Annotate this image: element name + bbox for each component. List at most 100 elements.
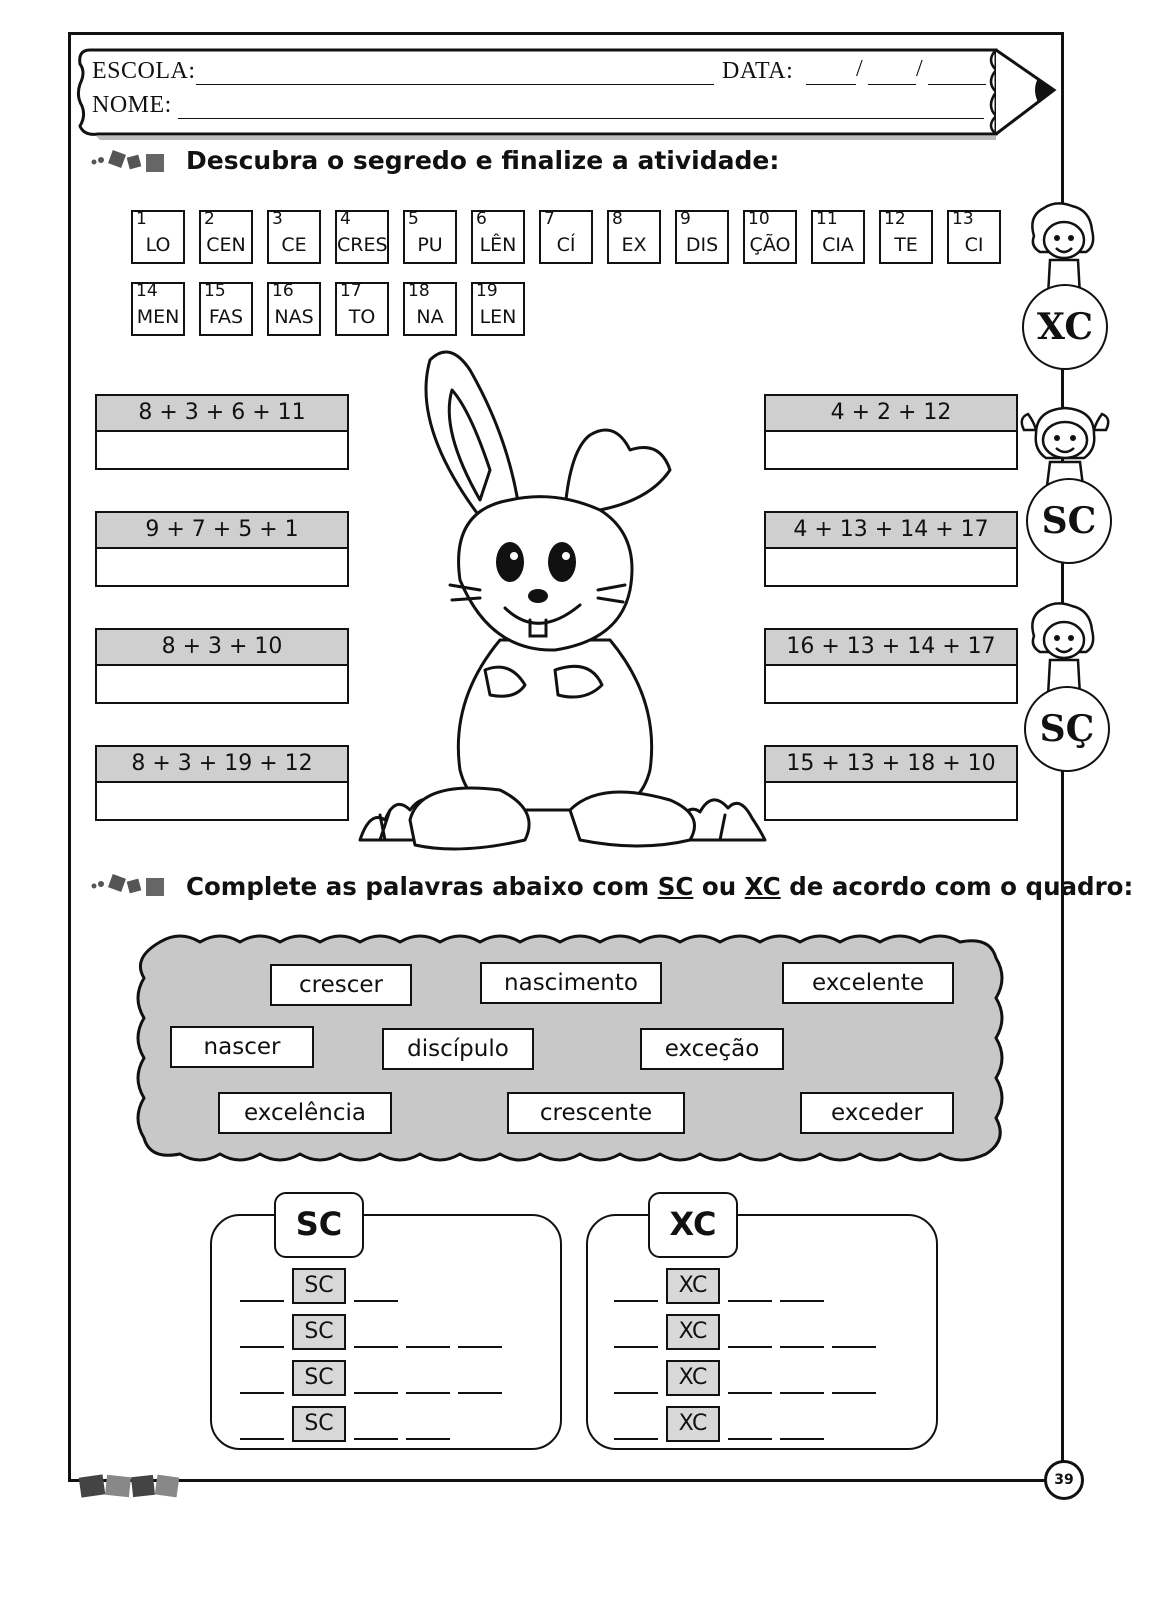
circle-xc: XC [1022,284,1108,370]
blank-line[interactable] [780,1300,824,1302]
word-box: excelência [218,1092,392,1134]
blank-line[interactable] [240,1438,284,1440]
equation-box: 4 + 2 + 12 [764,394,1018,470]
panel_sc-cell: SC [292,1268,346,1304]
equation-label: 4 + 2 + 12 [766,396,1016,432]
tile-syllable: CRES [337,234,388,256]
equation-label: 16 + 13 + 14 + 17 [766,630,1016,666]
tile-syllable: ÇÃO [749,234,791,256]
tile-number: 3 [272,209,283,229]
equation-box: 9 + 7 + 5 + 1 [95,511,349,587]
name-field[interactable] [178,118,984,119]
tile-number: 2 [204,209,215,229]
word-box: crescer [270,964,412,1006]
tile-number: 4 [340,209,351,229]
blank-line[interactable] [832,1346,876,1348]
blank-line[interactable] [614,1300,658,1302]
tile-syllable: LÊN [479,234,517,256]
blank-line[interactable] [728,1392,772,1394]
section-title-complete: Complete as palavras abaixo com SC ou XC… [186,872,1133,901]
tile-number: 1 [136,209,147,229]
tile-syllable: NAS [274,306,314,328]
blank-line[interactable] [458,1346,502,1348]
blank-line[interactable] [354,1346,398,1348]
tile-syllable: TE [894,234,918,256]
word-box: nascimento [480,962,662,1004]
tile-syllable: PU [417,234,443,256]
blank-line[interactable] [780,1392,824,1394]
school-field[interactable] [196,84,714,85]
section-title-secret: Descubra o segredo e finalize a atividad… [186,146,780,175]
blank-line[interactable] [832,1392,876,1394]
page-number: 39 [1044,1460,1084,1500]
word-box: exceder [800,1092,954,1134]
blank-line[interactable] [406,1346,450,1348]
blank-line[interactable] [614,1438,658,1440]
name-label: NOME: [92,92,172,118]
panel_sc-cell: SC [292,1314,346,1350]
date-separator: / [916,56,924,82]
boy-kid-icon [1031,202,1095,296]
equation-box: 4 + 13 + 14 + 17 [764,511,1018,587]
date-day-field[interactable] [806,84,856,85]
tile-number: 10 [748,209,770,229]
circle-sc: SC [1026,478,1112,564]
equation-label: 8 + 3 + 19 + 12 [97,747,347,783]
blank-line[interactable] [240,1392,284,1394]
panel_sc-cell: SC [292,1360,346,1396]
equation-label: 8 + 3 + 10 [97,630,347,666]
tile-number: 11 [816,209,838,229]
tile-syllable: EX [621,234,647,256]
tile-number: 8 [612,209,623,229]
title-part: ou [693,872,745,901]
blank-line[interactable] [406,1392,450,1394]
date-month-field[interactable] [868,84,916,85]
blank-line[interactable] [780,1438,824,1440]
title-part: Complete as palavras abaixo com [186,872,658,901]
equation-box: 16 + 13 + 14 + 17 [764,628,1018,704]
word-box: discípulo [382,1028,534,1070]
blank-line[interactable] [614,1346,658,1348]
blank-line[interactable] [728,1300,772,1302]
word-box: nascer [170,1026,314,1068]
blank-line[interactable] [406,1438,450,1440]
tile-number: 7 [544,209,555,229]
blank-line[interactable] [728,1438,772,1440]
blank-line[interactable] [458,1392,502,1394]
blank-line[interactable] [240,1300,284,1302]
blank-line[interactable] [728,1346,772,1348]
date-year-field[interactable] [928,84,986,85]
tile-syllable: FAS [208,306,244,328]
equation-label: 8 + 3 + 6 + 11 [97,396,347,432]
word-box: crescente [507,1092,685,1134]
tile-number: 5 [408,209,419,229]
tile-number: 6 [476,209,487,229]
bullet-icon [91,150,164,172]
tile-number: 13 [952,209,974,229]
blank-line[interactable] [354,1300,398,1302]
tile-number: 17 [340,281,362,301]
blank-line[interactable] [240,1346,284,1348]
panel_sc-cell: SC [292,1406,346,1442]
blank-line[interactable] [780,1346,824,1348]
xc-panel-title: XC [648,1192,738,1258]
blank-line[interactable] [354,1392,398,1394]
tile-syllable: CÍ [556,234,576,256]
tile-number: 9 [680,209,691,229]
blank-line[interactable] [354,1438,398,1440]
equation-box: 15 + 13 + 18 + 10 [764,745,1018,821]
equation-box: 8 + 3 + 6 + 11 [95,394,349,470]
blank-line[interactable] [614,1392,658,1394]
tile-syllable: LO [145,234,171,256]
tile-syllable: CEN [206,234,246,256]
tile-number: 14 [136,281,158,301]
